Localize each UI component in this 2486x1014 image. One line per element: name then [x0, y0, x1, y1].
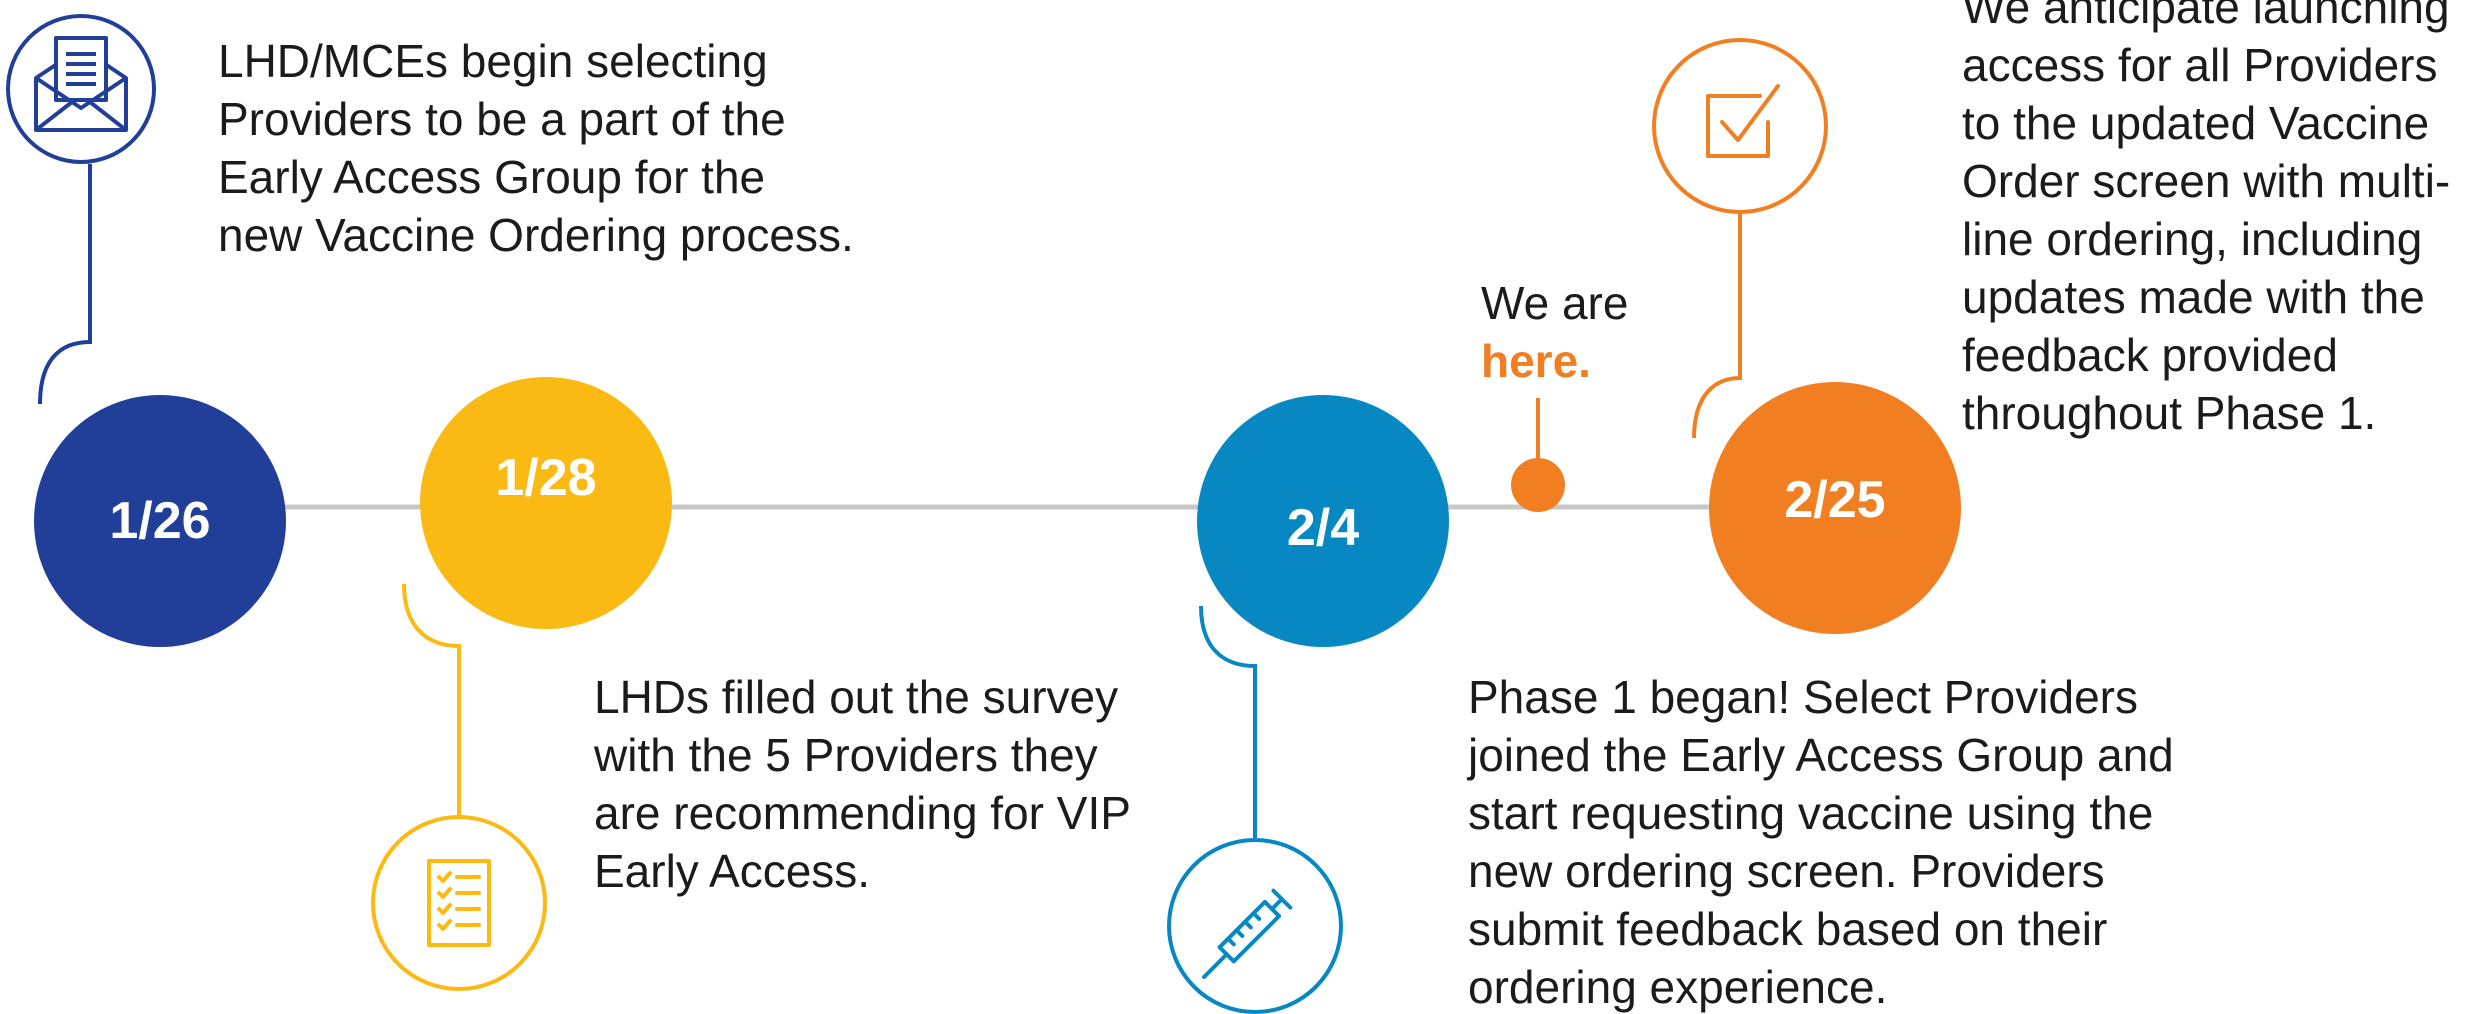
milestone-node-3: 2/4	[1197, 395, 1449, 647]
milestone-text-3: Phase 1 began! Select Providers joined t…	[1468, 671, 2174, 1013]
milestone-text-1: LHD/MCEs begin selecting Providers to be…	[218, 35, 854, 261]
milestone-text-2: LHDs filled out the survey with the 5 Pr…	[594, 671, 1131, 897]
envelope-document-icon	[6, 14, 156, 164]
current-marker-dot	[1511, 458, 1565, 512]
connector-3	[1199, 605, 1257, 838]
milestone-node-1: 1/26	[34, 395, 286, 647]
connector-2	[402, 583, 461, 815]
milestone-node-2: 1/28	[420, 377, 672, 629]
checkbox-icon	[1652, 38, 1828, 214]
current-marker-emphasis: here.	[1481, 335, 1591, 387]
milestone-date-1: 1/26	[109, 492, 211, 550]
checklist-icon	[371, 815, 547, 991]
current-marker-label: We are here.	[1481, 274, 1681, 390]
milestone-date-4: 2/25	[1784, 471, 1886, 529]
milestone-date-2: 1/28	[495, 449, 597, 507]
milestone-node-4: 2/25	[1709, 382, 1961, 634]
connector-4	[1692, 214, 1742, 439]
connector-1	[38, 164, 92, 405]
syringe-icon	[1167, 838, 1343, 1014]
current-marker-prefix: We are	[1481, 277, 1629, 329]
milestone-date-3: 2/4	[1286, 499, 1360, 557]
milestone-text-4: We anticipate launching access for all P…	[1962, 0, 2451, 439]
